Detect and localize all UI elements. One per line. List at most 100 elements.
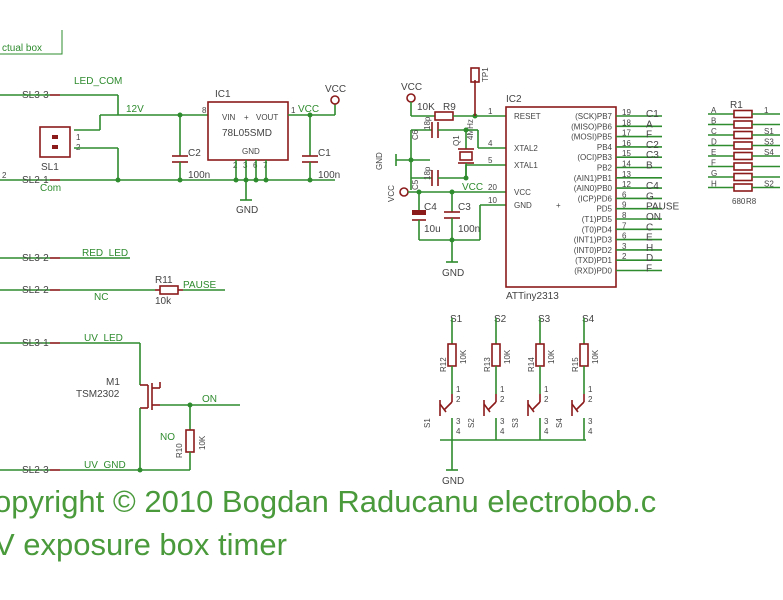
mcu-left-pin-name: XTAL1 (514, 161, 538, 170)
c2-ref: C2 (188, 148, 201, 159)
mcu-left-pin-num: 10 (488, 196, 497, 205)
c4-val: 10u (424, 224, 441, 235)
pullup-ref: R12 (439, 357, 448, 372)
mcu-right-net: D (646, 253, 653, 264)
rarray-left-label: B (711, 117, 716, 126)
gnd-label-mcu: GND (442, 268, 464, 279)
switch-pin: 2 (544, 395, 549, 404)
ic2-part: ATTiny2313 (506, 291, 559, 302)
switch-ref: S1 (423, 418, 432, 428)
mcu-right-pin-num: 13 (622, 170, 631, 179)
ic2-plus: + (556, 201, 561, 210)
mcu-left-pin-num: 20 (488, 183, 497, 192)
c2-val: 100n (188, 170, 210, 181)
switch-ref: S4 (555, 418, 564, 428)
rarray-resistor (733, 172, 753, 182)
mcu-right-net: PAUSE (646, 202, 679, 213)
mcu-left-pin-num: 5 (488, 156, 493, 165)
power-section: SL3-3 LED_COM 12V SL1 1 2 2 SL2-1 Com (0, 76, 346, 216)
rarray-resistor (733, 151, 753, 161)
pullup-resistor (491, 343, 501, 367)
frame-label: ctual box (2, 43, 42, 54)
mcu-right-net: F (646, 130, 652, 141)
switch-pin: 4 (588, 427, 593, 436)
ic1-pin1: 1 (291, 106, 296, 115)
c1-ref: C1 (318, 148, 331, 159)
c5-val: 18p (423, 166, 432, 180)
mcu-right-pin-name: (ICP)PD6 (578, 194, 613, 203)
mcu-left-pin-name: XTAL2 (514, 144, 538, 153)
mcu-right-pin-num: 14 (622, 160, 631, 169)
mcu-right-pin-name: (MOSI)PB5 (571, 133, 612, 142)
ic1-gnd: GND (242, 147, 260, 156)
mcu-right-net: F (646, 264, 652, 275)
mosfet-m1: M1 TSM2302 (76, 377, 161, 410)
pullup-ref: R14 (527, 357, 536, 372)
mcu-right-net: C2 (646, 140, 659, 151)
c5-ref: C5 (411, 179, 420, 190)
crystal-q1: Q1 4MHz (452, 119, 475, 178)
pullup-val: 10K (459, 349, 468, 364)
sl3-1-label: SL3-1 (22, 338, 49, 349)
mcu-right-pin-name: (SCK)PB7 (575, 112, 612, 121)
mcu-right-pin-num: 2 (622, 252, 627, 261)
switch-pin: 3 (544, 417, 549, 426)
rarray-left-label: F (711, 159, 716, 168)
sl1-ref: SL1 (41, 162, 59, 173)
mcu-right-pin-num: 8 (622, 211, 627, 220)
mcu-right-pin-name: (TXD)PD1 (575, 256, 612, 265)
r8-val: 680 (732, 197, 746, 206)
switch-pin: 2 (588, 395, 593, 404)
switch-pin: 2 (456, 395, 461, 404)
mcu-right-pin-name: (T0)PD4 (582, 225, 613, 234)
rarray-right-label: 1 (764, 106, 769, 115)
mcu-right-pin-name: (INT1)PD3 (574, 236, 613, 245)
mcu-left-pin-name: RESET (514, 112, 541, 121)
mcu-right-net: C4 (646, 181, 659, 192)
v12-net: 12V (126, 104, 144, 115)
rarray-resistor (733, 130, 753, 140)
mcu-right-pin-num: 19 (622, 108, 631, 117)
pullup-val: 10K (503, 349, 512, 364)
rarray-right-label: S2 (764, 180, 774, 189)
sl2-2-label: SL2-2 (22, 285, 49, 296)
switch-ref: S2 (467, 418, 476, 428)
tp1-ref: TP1 (481, 67, 490, 82)
mcu-right-net: A (646, 119, 653, 130)
gnd-label-power: GND (236, 205, 258, 216)
mcu-right-net: ON (646, 212, 661, 223)
nc-net: NC (94, 292, 108, 303)
switch-ref: S3 (511, 418, 520, 428)
switch-pin: 1 (588, 385, 593, 394)
no-net: NO (160, 432, 175, 443)
rarray-right-label: S4 (764, 148, 774, 157)
c3-ref: C3 (458, 202, 471, 213)
switch-pin: 3 (588, 417, 593, 426)
mcu-right-pin-name: (OCI)PB3 (577, 153, 612, 162)
ic1-vcc-net: VCC (298, 104, 319, 115)
mcu-vcc-net: VCC (462, 182, 483, 193)
rarray-right-label: S1 (764, 127, 774, 136)
sl2-1-label: SL2-1 (22, 175, 49, 186)
mcu-right-pin-name: PB4 (597, 143, 613, 152)
vcc-label-power: VCC (325, 84, 346, 95)
mcu-left-pin-name: GND (514, 201, 532, 210)
r11-ref: R11 (155, 275, 173, 286)
sl2-3-label: SL2-3 (22, 465, 49, 476)
ic1-part: 78L05SMD (222, 128, 272, 139)
rarray-left-label: A (711, 106, 717, 115)
switch-pin: 4 (456, 427, 461, 436)
q1-ref: Q1 (452, 135, 461, 146)
pullup-resistor (535, 343, 545, 367)
sl1-pin-1: 1 (76, 133, 81, 142)
rarray-left-label: C (711, 127, 717, 136)
sl2-left-pin: 2 (2, 171, 7, 180)
switch-net-label: S4 (582, 314, 595, 325)
ic2-ref: IC2 (506, 94, 522, 105)
switch-pin: 3 (456, 417, 461, 426)
on-net-left: ON (202, 394, 217, 405)
m1-ref: M1 (106, 377, 120, 388)
mcu-left-pin-num: 1 (488, 107, 493, 116)
